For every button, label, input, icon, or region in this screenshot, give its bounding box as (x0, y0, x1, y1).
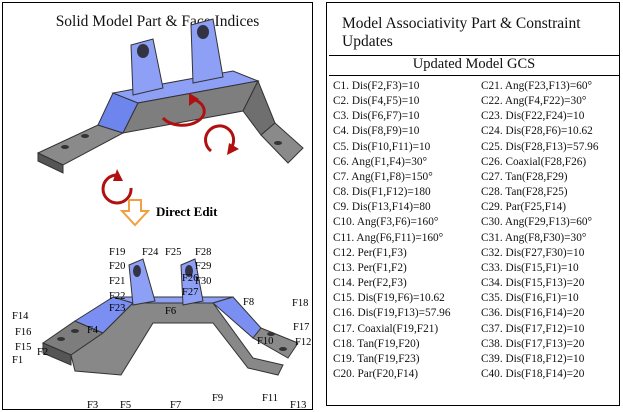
face-label: F30 (195, 276, 211, 287)
face-label: F13 (290, 400, 306, 411)
constraint-item: C35. Dis(F16,F1)=10 (481, 292, 579, 305)
face-label: F3 (87, 400, 98, 411)
face-label: F16 (15, 327, 31, 338)
face-label: F6 (165, 306, 176, 317)
direct-edit-label: Direct Edit (156, 204, 218, 219)
face-label: F2 (37, 347, 48, 358)
constraint-item: C31. Ang(F8,F30)=30° (481, 231, 587, 244)
bottom-part-model (41, 258, 299, 376)
face-label: F15 (15, 342, 31, 353)
constraint-item: C20. Par(F20,F14) (333, 367, 419, 380)
constraint-item: C22. Ang(F4,F22)=30° (481, 95, 587, 108)
face-label: F7 (170, 400, 181, 411)
direct-edit-arrow (119, 199, 151, 227)
face-label: F17 (293, 322, 309, 333)
face-label: F22 (109, 291, 125, 302)
constraint-item: C6. Ang(F1,F4)=30° (333, 155, 428, 168)
face-label: F14 (12, 311, 29, 322)
constraint-item: C34. Dis(F15,F13)=20 (481, 277, 585, 290)
constraint-item: C27. Tan(F28,F29) (481, 170, 568, 183)
constraint-item: C36. Dis(F16,F14)=20 (481, 307, 585, 320)
constraint-item: C25. Dis(F28,F13)=57.96 (481, 140, 599, 153)
constraint-item: C19. Tan(F19,F23) (333, 352, 420, 365)
constraint-item: C21. Ang(F23,F13)=60° (481, 80, 593, 92)
face-label: F21 (109, 276, 125, 287)
constraint-item: C5. Dis(F10,F11)=10 (333, 140, 431, 153)
face-label: F9 (212, 393, 223, 404)
constraint-item: C40. Dis(F18,F14)=20 (481, 367, 585, 380)
face-label: F12 (295, 337, 311, 348)
face-label: F25 (165, 247, 181, 258)
bottom-right-flange (252, 327, 299, 359)
constraint-item: C12. Per(F1,F3) (333, 246, 407, 259)
face-label: F1 (12, 355, 23, 366)
solid-model-panel: Solid Model Part & Face Indices (2, 2, 313, 411)
face-label: F23 (109, 303, 125, 314)
face-label: F19 (109, 247, 125, 258)
face-label: F24 (142, 247, 159, 258)
constraint-item: C32. Dis(F27,F30)=10 (481, 246, 585, 259)
face-label: F28 (195, 247, 211, 258)
constraint-item: C14. Per(F2,F3) (333, 277, 407, 290)
associativity-panel: Model Associativity Part & Constraint Up… (326, 2, 620, 406)
face-label: F10 (257, 336, 273, 347)
table-header-rule (329, 75, 619, 76)
constraint-item: C37. Dis(F17,F12)=10 (481, 322, 585, 335)
down-arrow-icon (119, 199, 151, 227)
face-label: F29 (195, 261, 211, 272)
face-label: F4 (87, 325, 99, 336)
top-part-model (36, 18, 304, 205)
constraint-item: C15. Dis(F19,F6)=10.62 (333, 292, 445, 305)
constraint-item: C9. Dis(F13,F14)=80 (333, 201, 431, 214)
constraint-item: C24. Dis(F28,F6)=10.62 (481, 125, 593, 138)
face-label: F20 (109, 261, 125, 272)
constraint-item: C30. Ang(F29,F13)=60° (481, 216, 593, 229)
face-label: F5 (120, 400, 131, 411)
constraint-item: C8. Dis(F1,F12)=180 (333, 186, 431, 199)
constraint-item: C13. Per(F1,F2) (333, 261, 407, 274)
constraint-item: C16. Dis(F19,F13)=57.96 (333, 307, 451, 320)
associativity-title: Model Associativity Part & Constraint Up… (342, 15, 581, 50)
constraint-item: C4. Dis(F8,F9)=10 (333, 125, 420, 138)
constraint-item: C23. Dis(F22,F24)=10 (481, 110, 585, 123)
face-label: F27 (182, 287, 198, 298)
constraint-item: C38. Dis(F17,F13)=20 (481, 337, 585, 350)
constraint-item: C7. Ang(F1,F8)=150° (333, 170, 433, 183)
constraint-item: C18. Tan(F19,F20) (333, 337, 420, 350)
bottom-lug-left (128, 258, 156, 306)
constraint-item: C3. Dis(F6,F7)=10 (333, 110, 420, 123)
constraint-item: C39. Dis(F18,F12)=10 (481, 352, 585, 365)
face-label: F26 (182, 273, 198, 284)
face-label: F8 (243, 297, 254, 308)
table-title: Updated Model GCS (412, 56, 536, 72)
constraint-item: C11. Ang(F6,F11)=160° (333, 231, 444, 244)
constraint-item: C28. Tan(F28,F25) (481, 186, 568, 199)
constraint-item: C26. Coaxial(F28,F26) (481, 155, 587, 168)
constraint-item: C33. Dis(F15,F1)=10 (481, 261, 579, 274)
constraint-item: C2. Dis(F4,F5)=10 (333, 95, 420, 108)
table-top-rule (329, 55, 619, 56)
model-illustration: Direct Edit F1F2F3F4F5F6F7F8F9F10F11F12F… (12, 18, 311, 411)
constraint-item: C17. Coaxial(F19,F21) (333, 322, 439, 335)
face-label: F18 (292, 298, 308, 309)
constraint-item: C29. Par(F25,F14) (481, 201, 567, 214)
constraint-item: C10. Ang(F3,F6)=160° (333, 216, 439, 229)
constraint-column-2: C21. Ang(F23,F13)=60° C22. Ang(F4,F22)=30… (481, 79, 598, 382)
face-label: F11 (262, 393, 278, 404)
constraint-item: C1. Dis(F2,F3)=10 (333, 80, 420, 92)
